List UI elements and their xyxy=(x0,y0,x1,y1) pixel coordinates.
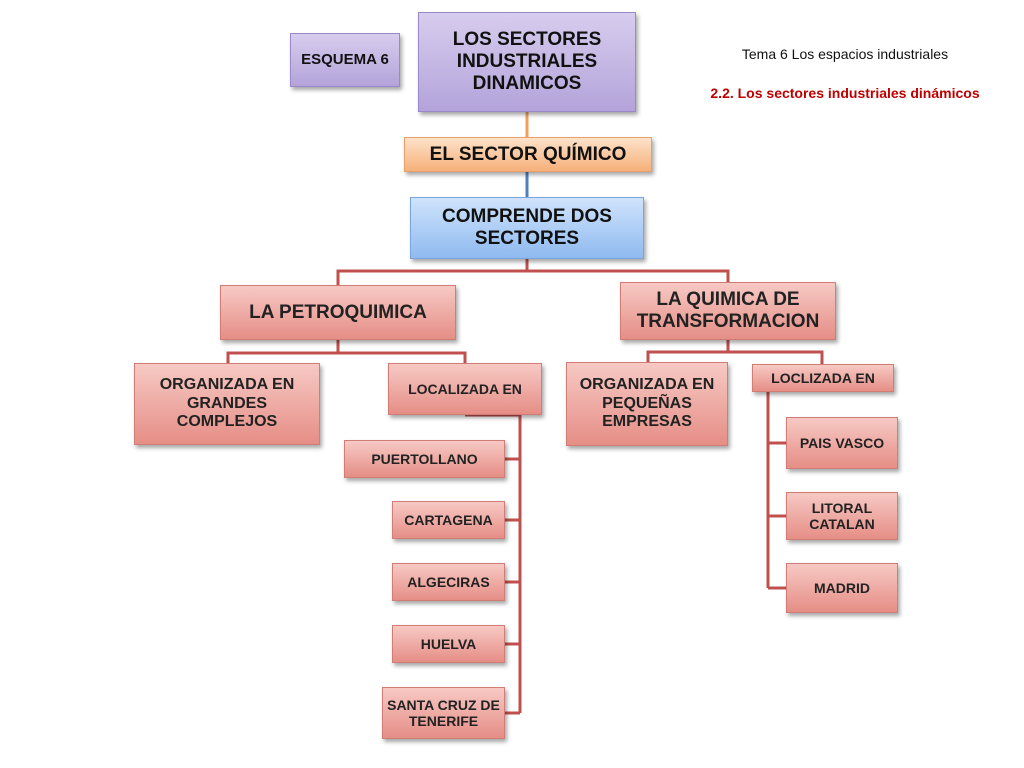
location-litoral-catalan: LITORAL CATALAN xyxy=(786,492,898,540)
location-huelva: HUELVA xyxy=(392,625,505,663)
topic-heading: Tema 6 Los espacios industriales xyxy=(741,46,949,62)
connector-transf-split xyxy=(646,340,730,362)
subtopic-heading: 2.2. Los sectores industriales dinámicos xyxy=(710,85,980,101)
title-box: LOS SECTORES INDUSTRIALES DINAMICOS xyxy=(418,12,636,112)
location-cartagena: CARTAGENA xyxy=(392,501,505,539)
quimica-transformacion-box: LA QUIMICA DE TRANSFORMACION xyxy=(620,282,836,340)
esquema-badge: ESQUEMA 6 xyxy=(290,33,400,87)
location-pais-vasco: PAIS VASCO xyxy=(786,417,898,469)
connector-localizada-spine xyxy=(465,413,522,713)
connector-comprende-split xyxy=(336,259,529,285)
organizada-pequenas-box: ORGANIZADA EN PEQUEÑAS EMPRESAS xyxy=(566,362,728,446)
comprende-box: COMPRENDE DOS SECTORES xyxy=(410,197,644,259)
organizada-grandes-box: ORGANIZADA EN GRANDES COMPLEJOS xyxy=(134,363,320,445)
loclizada-box: LOCLIZADA EN xyxy=(752,364,894,392)
connector-comprende-transf xyxy=(527,269,730,282)
connector-petro-split xyxy=(226,340,340,363)
location-santa-cruz: SANTA CRUZ DE TENERIFE xyxy=(382,687,505,739)
connector-petro-localizada xyxy=(338,351,467,363)
localizada-box: LOCALIZADA EN xyxy=(388,363,542,415)
location-madrid: MADRID xyxy=(786,563,898,613)
location-algeciras: ALGECIRAS xyxy=(392,563,505,601)
sector-box: EL SECTOR QUÍMICO xyxy=(404,137,652,172)
petroquimica-box: LA PETROQUIMICA xyxy=(220,285,456,340)
connector-transf-loclizada xyxy=(728,350,824,364)
location-puertollano: PUERTOLLANO xyxy=(344,440,505,478)
